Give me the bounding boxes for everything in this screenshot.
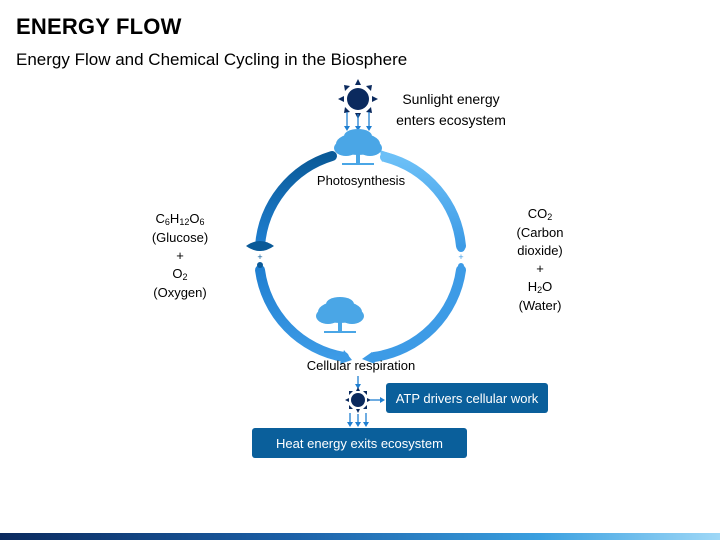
- arc-lower-left: [255, 265, 349, 362]
- left-compounds: C6H12O6 (Glucose) + O2 (Oxygen): [138, 210, 222, 302]
- co2-formula: CO2: [527, 206, 553, 222]
- arrow-icon: [344, 112, 372, 131]
- h2o-name: (Water): [518, 298, 562, 313]
- left-connector: +: [246, 241, 274, 268]
- arc-lower-right: [369, 265, 466, 362]
- co2-name-line-2: dioxide): [517, 243, 563, 258]
- photosynthesis-label: Photosynthesis: [316, 173, 406, 188]
- cellular-respiration-label: Cellular respiration: [306, 358, 416, 373]
- bottom-decorative-bar: [0, 533, 720, 540]
- right-compounds: CO2 (Carbon dioxide) + H2O (Water): [500, 205, 580, 315]
- svg-text:+: +: [458, 252, 463, 262]
- plus-sign: +: [176, 248, 184, 263]
- arrow-icon: [355, 376, 361, 389]
- arc-upper-right: [380, 152, 466, 251]
- svg-text:+: +: [257, 252, 262, 262]
- sunlight-line-2: enters ecosystem: [396, 112, 506, 128]
- right-connector: +: [457, 244, 465, 269]
- co2-name-line-1: (Carbon: [516, 225, 564, 240]
- arrow-icon: [362, 352, 375, 364]
- plus-sign: +: [536, 261, 544, 276]
- sun-icon: [338, 79, 378, 119]
- page-title: ENERGY FLOW: [16, 14, 182, 39]
- atp-box: ATP drivers cellular work: [386, 383, 548, 413]
- heat-box: Heat energy exits ecosystem: [252, 428, 467, 458]
- glucose-formula: C6H12O6: [155, 211, 205, 227]
- sun-icon: [345, 387, 371, 413]
- h2o-formula: H2O: [527, 279, 553, 295]
- sunlight-line-1: Sunlight energy: [402, 91, 500, 107]
- glucose-name: (Glucose): [151, 230, 209, 245]
- arc-upper-left: [255, 151, 337, 251]
- tree-icon: [316, 297, 364, 333]
- arrow-icon: [347, 397, 385, 427]
- arrow-icon: [340, 350, 352, 364]
- sunlight-label: Sunlight energy enters ecosystem: [392, 89, 510, 131]
- oxygen-name: (Oxygen): [153, 285, 207, 300]
- tree-icon: [334, 129, 382, 165]
- oxygen-formula: O2: [172, 266, 188, 282]
- arrow-icon: [380, 150, 392, 162]
- page-subtitle: Energy Flow and Chemical Cycling in the …: [16, 50, 408, 69]
